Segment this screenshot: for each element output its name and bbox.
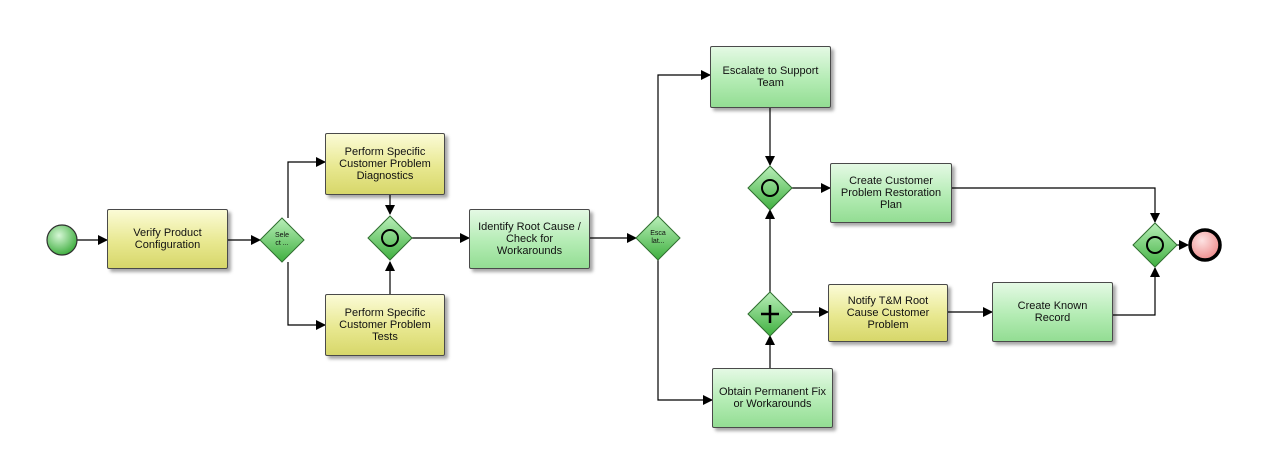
task-obtain-permanent-fix[interactable]: Obtain Permanent Fix or Workarounds (712, 368, 833, 428)
gateway-select (259, 217, 305, 263)
gateway-escalate-label: Esca lat... (650, 230, 666, 245)
gateway-merge-inclusive (367, 215, 413, 261)
task-perform-tests[interactable]: Perform Specific Customer Problem Tests (325, 294, 445, 356)
end-event (1188, 228, 1222, 262)
start-event (46, 224, 78, 256)
task-label: Escalate to Support Team (722, 65, 819, 89)
task-label: Create Customer Problem Restoration Plan (840, 175, 942, 211)
task-notify-root-cause[interactable]: Notify T&M Root Cause Customer Problem (828, 284, 948, 342)
task-label: Obtain Permanent Fix or Workarounds (719, 386, 826, 410)
task-label: Verify Product Configuration (133, 227, 202, 251)
flow-gw-to-escalate (657, 70, 711, 216)
flow-restoration-to-end-gw (952, 187, 1160, 223)
task-escalate-to-support-team[interactable]: Escalate to Support Team (710, 46, 831, 108)
task-verify-product-configuration[interactable]: Verify Product Configuration (107, 209, 228, 269)
task-label: Perform Specific Customer Problem Diagno… (339, 146, 431, 182)
task-label: Perform Specific Customer Problem Tests (339, 307, 431, 343)
task-label: Create Known Record (1017, 300, 1088, 324)
gateway-select-label: Sele ct ... (274, 232, 289, 247)
gateway-inclusive-top (747, 165, 793, 211)
flow-known-to-end-gw (1113, 267, 1160, 316)
task-create-known-record[interactable]: Create Known Record (992, 282, 1113, 342)
flow-gw-to-obtain (657, 260, 713, 405)
gateway-inclusive-end (1132, 222, 1178, 268)
task-identify-root-cause[interactable]: Identify Root Cause / Check for Workarou… (469, 209, 590, 269)
gateway-escalate (635, 215, 681, 261)
flow-select-to-diagnostics (287, 157, 326, 218)
flow-select-to-tests (287, 262, 326, 330)
task-perform-diagnostics[interactable]: Perform Specific Customer Problem Diagno… (325, 133, 445, 195)
task-create-restoration-plan[interactable]: Create Customer Problem Restoration Plan (830, 163, 952, 223)
task-label: Notify T&M Root Cause Customer Problem (846, 295, 930, 331)
task-label: Identify Root Cause / Check for Workarou… (478, 221, 581, 257)
gateway-parallel (747, 291, 793, 337)
